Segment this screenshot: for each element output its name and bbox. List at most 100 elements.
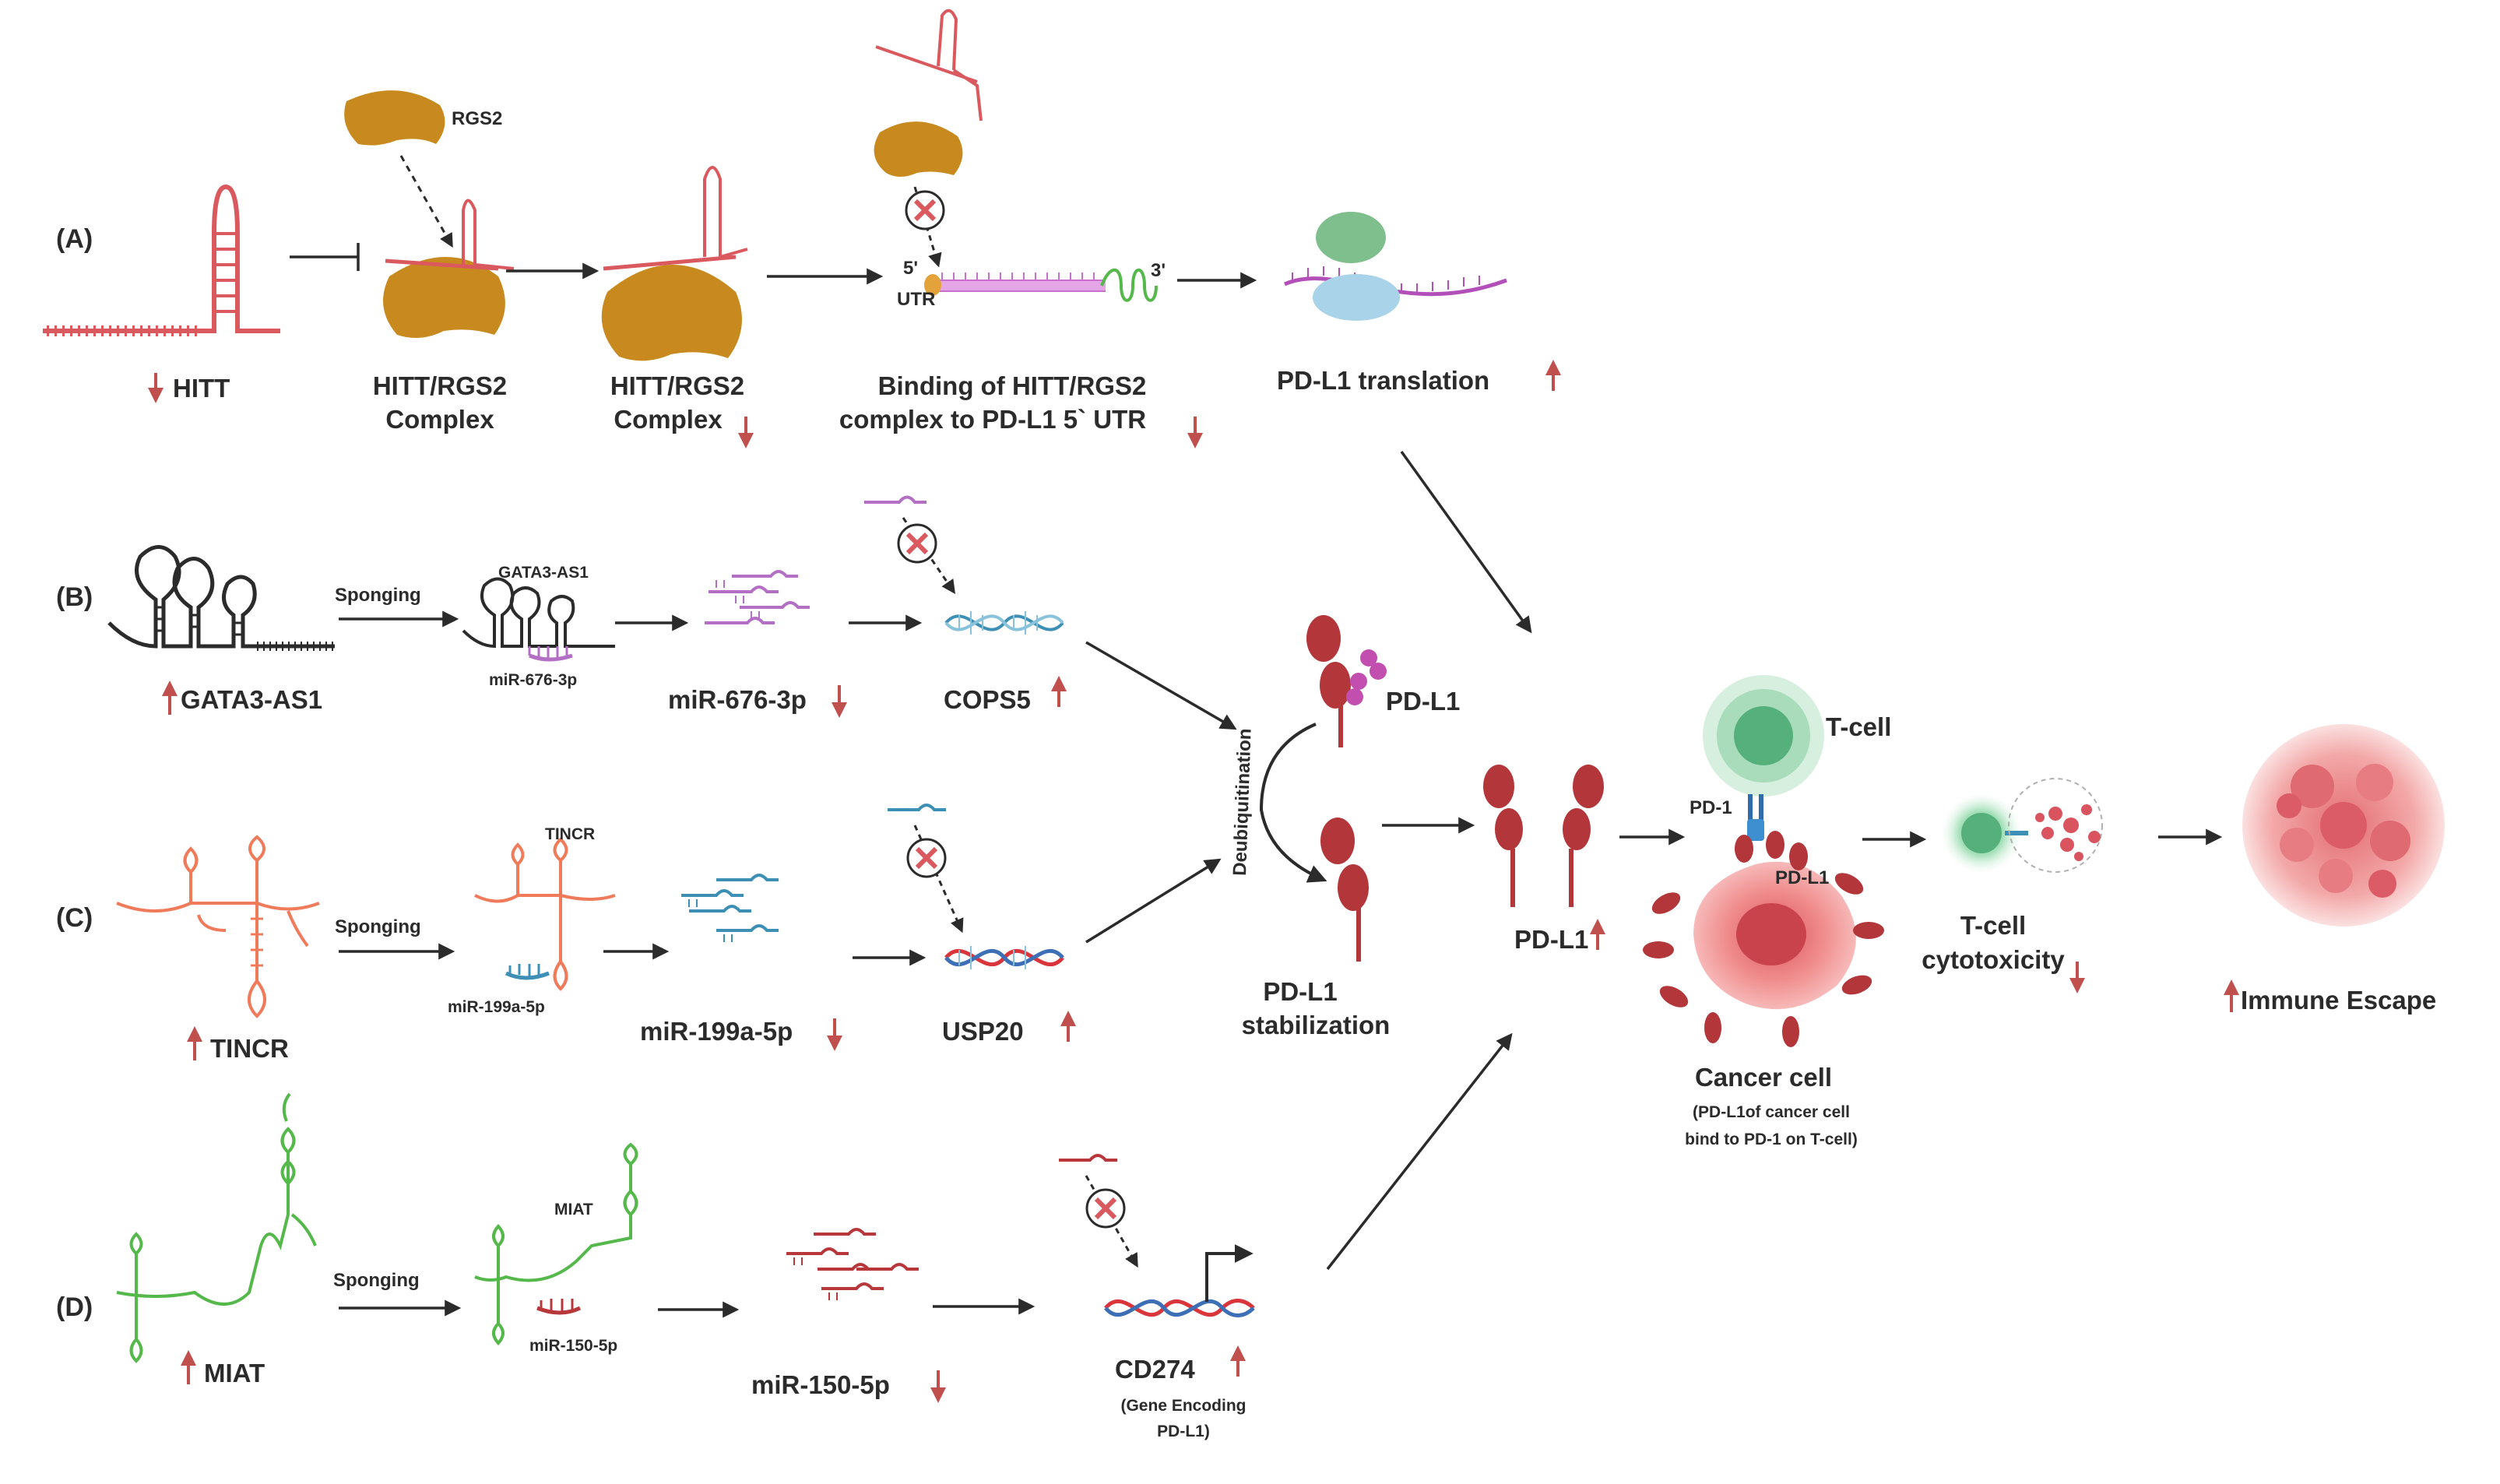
gata3-as1-small-label: GATA3-AS1 <box>498 564 589 582</box>
rgs2-binding-arrow <box>399 155 453 248</box>
sponging-b-label: Sponging <box>335 585 421 606</box>
tincr-small-label: TINCR <box>545 825 595 843</box>
ribosome-translation-icon <box>1284 212 1507 321</box>
pdl1-up-label: PD-L1 <box>1514 925 1588 954</box>
mir199-label: miR-199a-5p <box>640 1017 793 1046</box>
usp20-dna-icon <box>944 946 1064 969</box>
complex1-label-line2: Complex <box>385 405 494 434</box>
pdl1-mrna-icon <box>924 268 1158 302</box>
panel-a-label: (A) <box>56 224 93 254</box>
cancer-note-line2: bind to PD-1 on T-cell) <box>1685 1131 1858 1148</box>
mir676-label: miR-676-3p <box>668 685 807 714</box>
mir150-label-group: miR-150-5p <box>751 1370 946 1403</box>
miat-rna-icon <box>116 1092 317 1363</box>
complex2-label-line2: Complex <box>614 405 723 434</box>
arrow-c4 <box>1085 858 1222 944</box>
cops5-label-group: COPS5 <box>944 676 1067 714</box>
usp20-label-group: USP20 <box>942 1011 1076 1046</box>
tincr-sponge-icon <box>474 837 616 991</box>
sponging-c-label: Sponging <box>335 916 421 937</box>
five-prime-label: 5' <box>903 258 918 279</box>
gata3-as1-label: GATA3-AS1 <box>181 685 322 714</box>
cancer-cell-icon <box>1643 831 1884 1047</box>
pd1-label: PD-1 <box>1690 797 1732 818</box>
mir199-label-group: miR-199a-5p <box>640 1017 842 1051</box>
rgs2-blocked-icon <box>874 9 983 268</box>
pdl1-stabilized-icon <box>1320 818 1369 962</box>
usp20-label: USP20 <box>942 1017 1024 1046</box>
rgs2-label: RGS2 <box>452 108 502 129</box>
mir676-blocked-icon <box>864 495 956 594</box>
translation-label-group: PD-L1 translation <box>1277 360 1561 395</box>
gata3-as1-label-group: GATA3-AS1 <box>162 680 322 715</box>
stabilization-label-line2: stabilization <box>1242 1011 1391 1039</box>
pd1-receptor-icon <box>1747 794 1764 841</box>
gata3-as1-rna-icon <box>107 545 335 651</box>
cops5-label: COPS5 <box>944 685 1031 714</box>
cd274-label: CD274 <box>1115 1355 1195 1384</box>
binding-label-line1: Binding of HITT/RGS2 <box>878 371 1147 400</box>
miat-label: MIAT <box>204 1359 265 1387</box>
panel-a: (A) HITT RGS2 HITT/RGS2 Co <box>43 9 1561 448</box>
utr-label: UTR <box>897 289 935 310</box>
miat-sponge-icon <box>474 1142 638 1345</box>
complex1-label-line1: HITT/RGS2 <box>373 371 507 400</box>
mir199-blocked-icon <box>888 804 964 934</box>
panel-b-label: (B) <box>56 582 93 612</box>
tincr-label-group: TINCR <box>187 1026 289 1063</box>
mir150-label: miR-150-5p <box>751 1370 890 1399</box>
three-prime-label: 3' <box>1151 260 1166 281</box>
mir150-free-icon <box>786 1228 919 1300</box>
arrow-translation-to-pdl1 <box>1400 450 1532 634</box>
hitt-label: HITT <box>148 373 230 403</box>
arrow-b4 <box>1085 641 1237 730</box>
panel-d: (D) MIAT Sponging MIAT miR-150-5p <box>56 1032 1513 1440</box>
tumor-mass-icon <box>2242 724 2445 927</box>
hitt-rgs2-complex-icon <box>383 199 515 338</box>
mir199-free-icon <box>681 874 779 942</box>
cd274-note-line1: (Gene Encoding <box>1120 1397 1246 1415</box>
t-cell-cytotoxicity-icon <box>1941 778 2103 874</box>
panel-c-label: (C) <box>56 903 93 933</box>
immune-escape-label: Immune Escape <box>2241 986 2436 1015</box>
immune-escape-label-group: Immune Escape <box>2224 979 2436 1015</box>
cops5-dna-icon <box>944 611 1064 635</box>
tincr-label: TINCR <box>210 1034 289 1063</box>
pdl1-ubiquitinated-icon <box>1306 615 1387 747</box>
miat-small-label: MIAT <box>554 1201 593 1218</box>
tincr-rna-icon <box>116 835 320 1018</box>
complex2-label-line1: HITT/RGS2 <box>610 371 744 400</box>
mir150-small-label: miR-150-5p <box>529 1337 617 1355</box>
stabilization-label-line1: PD-L1 <box>1263 977 1337 1006</box>
arrow-d4 <box>1326 1032 1513 1271</box>
mir150-blocked-icon <box>1059 1154 1138 1268</box>
pdl1-increase-icon <box>1483 765 1604 907</box>
mir676-free-icon <box>705 570 810 624</box>
panel-c: (C) TINCR Sponging TINCR miR-199a-5p <box>56 804 1222 1063</box>
cd274-dna-icon <box>1104 1244 1255 1317</box>
cd274-note-line2: PD-L1) <box>1157 1422 1210 1440</box>
hitt-rgs2-complex-enlarged-icon <box>601 166 748 361</box>
t-cell-label: T-cell <box>1826 712 1891 741</box>
mir676-small-label: miR-676-3p <box>489 671 577 689</box>
sponging-d-label: Sponging <box>333 1270 420 1291</box>
hitt-text: HITT <box>173 374 230 403</box>
translation-label: PD-L1 translation <box>1277 366 1489 395</box>
cancer-note-line1: (PD-L1of cancer cell <box>1693 1103 1850 1121</box>
mir676-label-group: miR-676-3p <box>668 685 847 718</box>
pdl1-top-label: PD-L1 <box>1386 687 1460 716</box>
deubiquitination-label: Deubiquitination <box>1229 728 1256 876</box>
center-stabilization: PD-L1 Deubiquitination PD-L1 stabilizati… <box>1229 615 1686 1039</box>
cytotox-label-line2: cytotoxicity <box>1922 945 2065 974</box>
binding-label-line2-group: complex to PD-L1 5` UTR <box>839 405 1203 448</box>
cytotox-label-line1: T-cell <box>1960 911 2026 940</box>
pdl1-up-label-group: PD-L1 <box>1514 919 1605 954</box>
cytotox-label-line2-group: cytotoxicity <box>1922 945 2085 993</box>
gata3-as1-sponge-icon <box>462 577 615 662</box>
hitt-rna-icon <box>43 184 280 336</box>
panel-b: (B) GATA3-AS1 Sponging GATA3-AS1 miR-676… <box>56 495 1237 730</box>
cancer-pdl1-label: PD-L1 <box>1775 867 1829 888</box>
mir199-small-label: miR-199a-5p <box>448 998 545 1016</box>
